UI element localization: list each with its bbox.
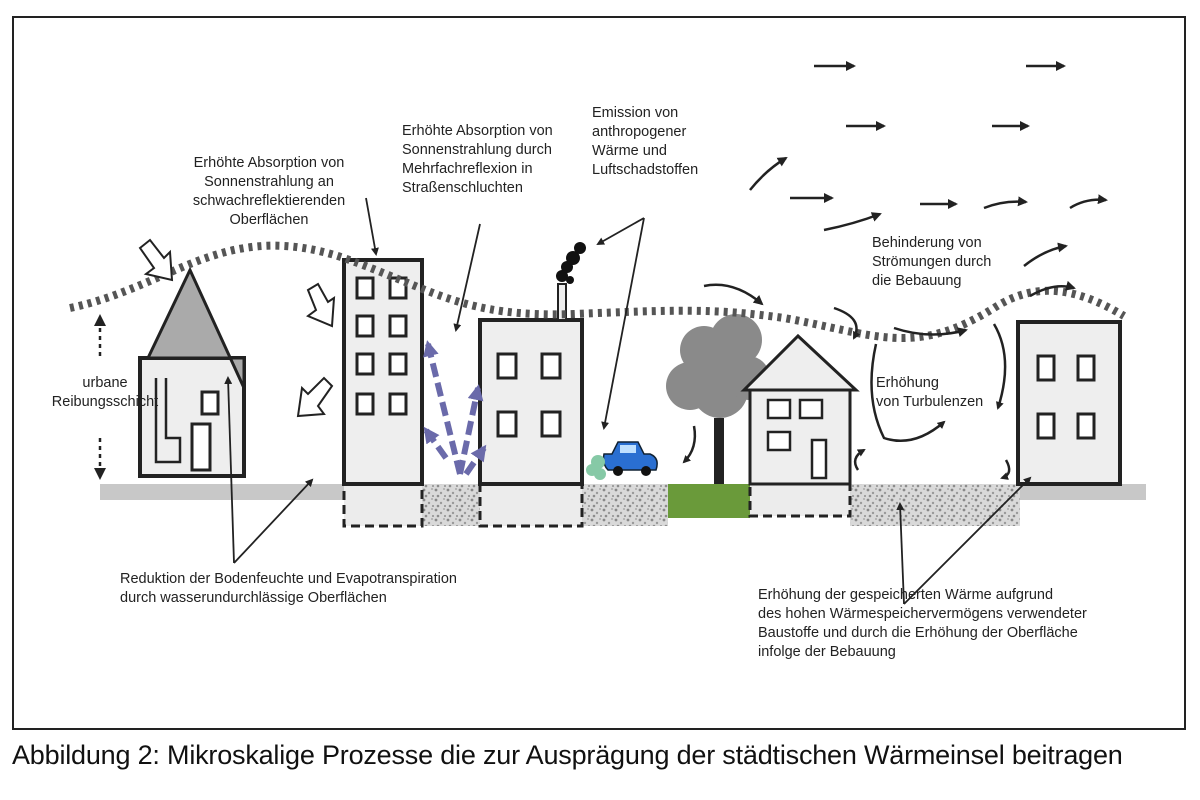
right-building-windows xyxy=(1036,354,1096,440)
middle-building xyxy=(478,318,584,486)
label-absorption-low-reflect: Erhöhte Absorption von Sonnenstrahlung a… xyxy=(192,155,346,228)
tall-building-windows xyxy=(355,276,408,416)
gravel-patch xyxy=(422,484,480,526)
foundation-box xyxy=(748,482,852,518)
chimney xyxy=(557,283,567,321)
label-friction-layer: urbane Reibungsschicht xyxy=(51,375,159,410)
house-left-inner-frame xyxy=(154,378,182,464)
middle-building-windows xyxy=(496,352,562,438)
gravel-patch xyxy=(582,484,668,526)
label-flow-obstruction: Behinderung von Strömungen durch die Beb… xyxy=(872,235,992,289)
reflection-arrows xyxy=(423,340,487,476)
smoke-icon xyxy=(556,242,586,284)
leader-lines xyxy=(224,197,1032,605)
grass-patch xyxy=(668,484,750,518)
wind-arrows xyxy=(703,61,1108,337)
label-soil-moisture: Reduktion der Bodenfeuchte und Evapotran… xyxy=(120,571,457,606)
figure-frame: urbane Reibungsschicht Erhöhte Absorptio… xyxy=(12,16,1186,730)
car-icon xyxy=(602,441,658,476)
friction-layer-indicator xyxy=(94,314,106,480)
house-right-roof xyxy=(740,333,860,392)
label-turbulence: Erhöhung von Turbulenzen xyxy=(876,375,984,410)
exhaust-icon xyxy=(586,455,606,480)
right-building xyxy=(1016,320,1122,486)
foundation-box xyxy=(342,482,424,528)
house-left-roof xyxy=(145,266,246,389)
foundation-box xyxy=(478,482,584,528)
label-heat-storage: Erhöhung der gespeicherten Wärme aufgrun… xyxy=(758,587,1087,660)
urban-heat-island-diagram xyxy=(69,61,1146,605)
label-emission: Emission von anthropogener Wärme und Luf… xyxy=(592,105,699,178)
tree-icon xyxy=(666,314,770,484)
house-left-window xyxy=(200,390,220,416)
label-absorption-multi-reflect: Erhöhte Absorption von Sonnenstrahlung d… xyxy=(402,123,553,196)
gravel-patch xyxy=(850,484,1020,526)
figure-caption: Abbildung 2: Mikroskalige Prozesse die z… xyxy=(12,740,1123,770)
house-right-windows xyxy=(766,398,828,480)
house-left-door xyxy=(190,422,212,472)
turbulence-arrows xyxy=(682,306,1011,480)
urban-boundary-line xyxy=(69,241,1127,342)
sun-radiation-arrows xyxy=(138,238,336,418)
